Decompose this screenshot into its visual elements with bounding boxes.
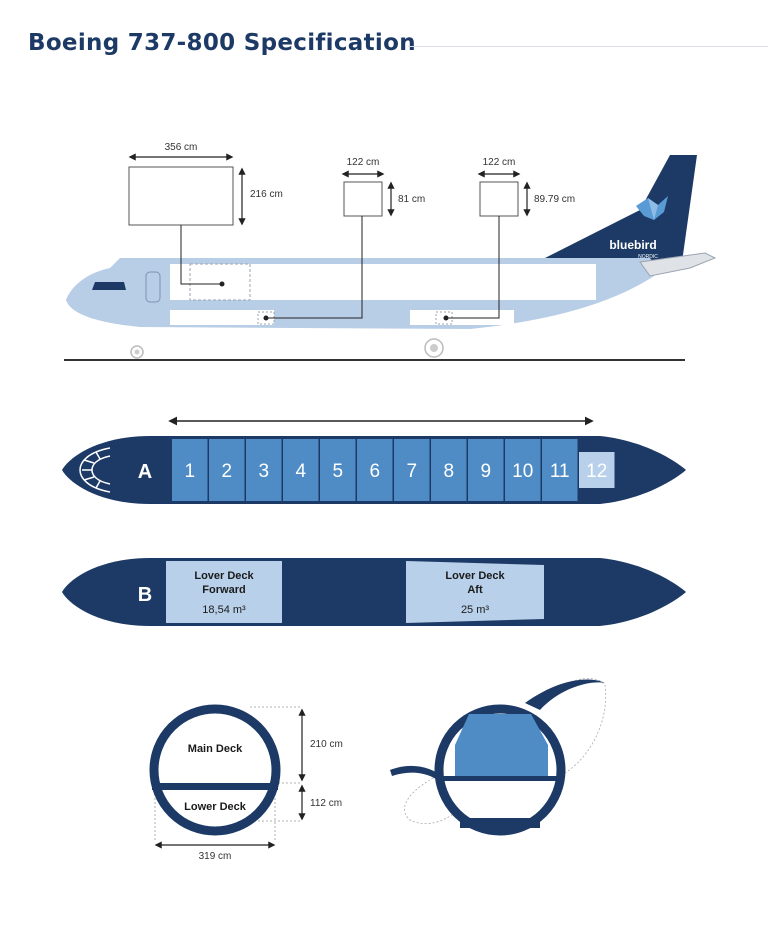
fwd-line1: Lover Deck bbox=[194, 570, 254, 582]
nose-wheel-icon bbox=[130, 345, 144, 359]
deck-position-label: 10 bbox=[512, 461, 533, 482]
brand-name: bluebird bbox=[609, 238, 656, 252]
deck-position-label: 5 bbox=[332, 461, 343, 482]
deck-position-6 bbox=[357, 439, 393, 501]
deck-a-label: A bbox=[138, 461, 152, 483]
aft-container-width-label: 122 cm bbox=[483, 157, 516, 168]
aft-volume: 25 m³ bbox=[461, 604, 489, 616]
deck-position-label: 3 bbox=[258, 461, 269, 482]
deck-position-8 bbox=[431, 439, 467, 501]
deck-position-12 bbox=[579, 452, 615, 488]
main-deck-height-label: 210 cm bbox=[310, 739, 343, 750]
deck-position-9 bbox=[468, 439, 504, 501]
main-deck-container bbox=[455, 714, 548, 776]
lower-hold-floor bbox=[460, 818, 540, 828]
deck-position-label: 6 bbox=[369, 461, 380, 482]
pallet-height-label: 216 cm bbox=[250, 189, 283, 200]
deck-position-label: 2 bbox=[221, 461, 232, 482]
cross-section-loaded bbox=[390, 678, 607, 836]
main-pallet-position bbox=[189, 263, 251, 301]
deck-position-label: 4 bbox=[295, 461, 306, 482]
lower-deck-forward-box bbox=[166, 561, 282, 623]
lower-door bbox=[390, 765, 445, 782]
cockpit-arc-icon bbox=[79, 447, 111, 493]
deck-position-label: 7 bbox=[406, 461, 417, 482]
front-door bbox=[145, 271, 161, 303]
deck-position-label: 9 bbox=[480, 461, 491, 482]
deck-position-label: 12 bbox=[586, 461, 607, 482]
main-wheel-icon bbox=[424, 338, 444, 358]
bluebird-logo-icon bbox=[636, 196, 668, 220]
fwd-container-height-label: 81 cm bbox=[398, 194, 425, 205]
deck-position-11 bbox=[542, 439, 578, 501]
cockpit-windows bbox=[92, 282, 126, 290]
main-deck-label: Main Deck bbox=[188, 743, 243, 755]
lower-hold-fwd bbox=[170, 310, 274, 325]
lower-deck-height-label: 112 cm bbox=[310, 798, 342, 809]
cross-section-dimensions: Main Deck Lower Deck 210 cm 112 cm 319 c… bbox=[149, 704, 343, 862]
brand-sub: NORDIC bbox=[638, 254, 658, 260]
deck-position-7 bbox=[394, 439, 430, 501]
deck-position-3 bbox=[246, 439, 282, 501]
deck-position-label: 11 bbox=[550, 461, 570, 482]
deck-floor bbox=[152, 783, 278, 790]
title-divider bbox=[408, 46, 768, 47]
main-deck-area bbox=[170, 264, 596, 300]
deck-position-4 bbox=[283, 439, 319, 501]
horizontal-stabilizer bbox=[639, 252, 717, 277]
aft-container-height-label: 89.79 cm bbox=[534, 194, 575, 205]
fuselage-ring bbox=[149, 704, 281, 836]
deck-position-10 bbox=[505, 439, 541, 501]
page-title: Boeing 737-800 Specification bbox=[28, 30, 416, 56]
deck-position-label: 1 bbox=[184, 461, 195, 482]
deck-b-fuselage bbox=[62, 558, 686, 626]
deck-position-1 bbox=[172, 439, 208, 501]
open-cargo-door bbox=[525, 679, 605, 710]
tail-fin bbox=[545, 155, 697, 262]
deck-b-label: B bbox=[138, 584, 152, 606]
fwd-volume: 18,54 m³ bbox=[202, 604, 246, 616]
lower-deck-label: Lower Deck bbox=[184, 801, 247, 813]
side-view: bluebird NORDIC 356 cm 216 cm 122 cm 81 … bbox=[64, 142, 717, 361]
fwd-container-width-label: 122 cm bbox=[347, 157, 380, 168]
lower-deck-aft-box bbox=[406, 561, 544, 623]
aft-line1: Lover Deck bbox=[445, 570, 505, 582]
fwd-container-box bbox=[343, 181, 383, 217]
fwd-line2: Forward bbox=[202, 584, 245, 596]
aft-line2: Aft bbox=[467, 584, 483, 596]
page-header: Boeing 737-800 Specification bbox=[0, 0, 768, 90]
main-pallet-box bbox=[128, 166, 234, 226]
deck-b-plan: B Lover Deck Forward 18,54 m³ Lover Deck… bbox=[62, 558, 686, 626]
pallet-width-label: 356 cm bbox=[165, 142, 198, 153]
aft-container-box bbox=[479, 181, 519, 217]
deck-position-5 bbox=[320, 439, 356, 501]
deck-position-2 bbox=[209, 439, 245, 501]
fuselage-width-label: 319 cm bbox=[199, 851, 232, 862]
deck-position-label: 8 bbox=[443, 461, 454, 482]
